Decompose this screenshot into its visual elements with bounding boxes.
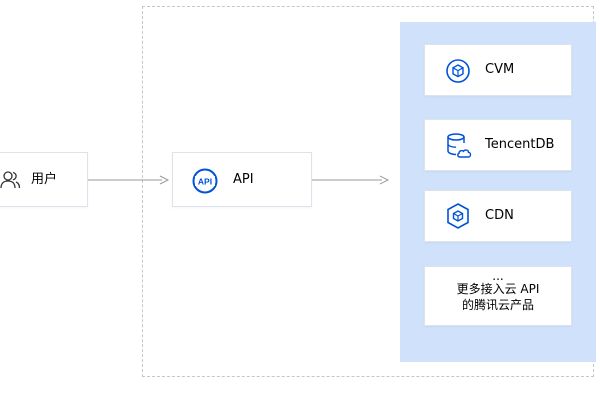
api-icon-text: API [198,177,212,187]
arrow-user-to-api [88,175,170,185]
api-node: API API [172,152,312,207]
database-cloud-icon [447,133,472,158]
user-node: 用户 [0,152,88,207]
user-label: 用户 [31,172,58,187]
product-cvm-node: CVM [424,44,572,96]
arrow-api-to-products [312,175,390,185]
more-products-node: ... 更多接入云 API 的腾讯云产品 [424,266,572,326]
product-tencentdb-node: TencentDB [424,119,572,171]
box-icon [447,203,469,229]
api-label: API [233,172,254,187]
more-line-1: 更多接入云 API [456,282,540,296]
product-cdn-node: CDN [424,190,572,242]
more-ellipsis: ... [492,269,504,283]
api-icon: API [192,168,218,194]
product-label-tencentdb: TencentDB [485,137,555,152]
cube-icon [446,59,470,83]
product-label-cdn: CDN [485,208,514,223]
product-label-cvm: CVM [485,62,515,77]
more-line-2: 的腾讯云产品 [461,298,534,312]
more-products-text: ... 更多接入云 API 的腾讯云产品 [425,269,571,313]
users-icon [0,171,21,189]
